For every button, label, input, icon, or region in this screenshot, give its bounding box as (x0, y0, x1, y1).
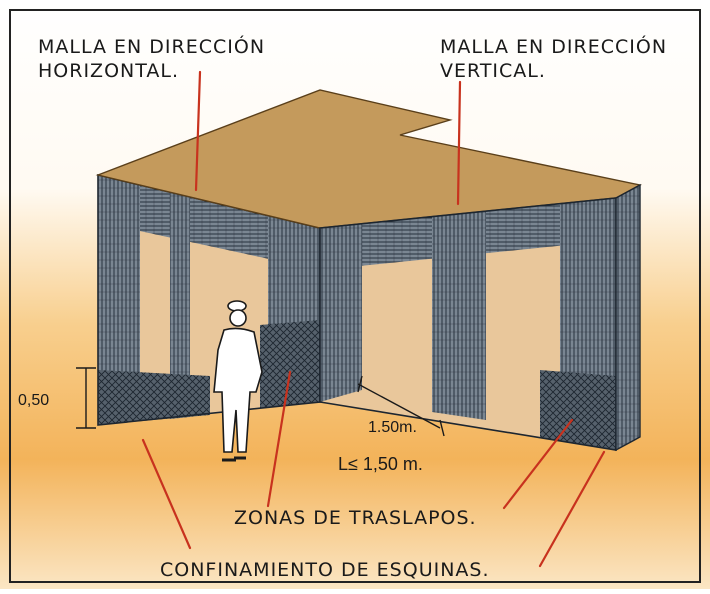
label-vertical-mesh-line1: MALLA EN DIRECCIÓN (440, 34, 667, 58)
corner-overlap-zone (260, 320, 320, 408)
worker-body (213, 327, 263, 453)
leader-vertical-mesh (456, 80, 462, 206)
right-end-face (615, 183, 641, 452)
frame-border (9, 9, 701, 583)
leader-lines (141, 70, 606, 568)
leader-corner-right (538, 450, 606, 568)
worker-head (229, 309, 247, 327)
junction-column (320, 224, 362, 402)
label-max-length: L≤ 1,50 m. (338, 454, 423, 474)
right-wall (319, 197, 617, 451)
left-end-column (98, 175, 140, 425)
height-dimension-line (76, 367, 96, 429)
leader-overlap-left (266, 370, 292, 508)
label-corner-confinement: CONFINAMIENTO DE ESQUINAS. (160, 559, 490, 581)
label-spacing-150: 1.50m. (368, 419, 417, 436)
worker-figure (213, 300, 263, 462)
spacing-dimension-line (357, 375, 445, 437)
label-horizontal-mesh-line1: MALLA EN DIRECCIÓN (38, 34, 265, 58)
leader-horizontal-mesh (194, 70, 202, 192)
dimension-marks (76, 367, 445, 437)
label-horizontal-mesh-line2: HORIZONTAL. (38, 60, 179, 82)
left-wall-top-band (98, 175, 320, 270)
label-height-050: 0,50 (18, 392, 49, 409)
left-mid-column (170, 192, 190, 419)
vertical-mesh-column (432, 211, 486, 420)
leader-corner-left (141, 438, 192, 550)
left-wall (97, 173, 321, 426)
left-bottom-overlap (98, 370, 210, 425)
right-bottom-overlap (540, 370, 616, 450)
label-overlap-zones: ZONAS DE TRASLAPOS. (234, 507, 477, 529)
label-vertical-mesh-line2: VERTICAL. (440, 60, 546, 82)
leader-overlap-right (502, 418, 574, 510)
